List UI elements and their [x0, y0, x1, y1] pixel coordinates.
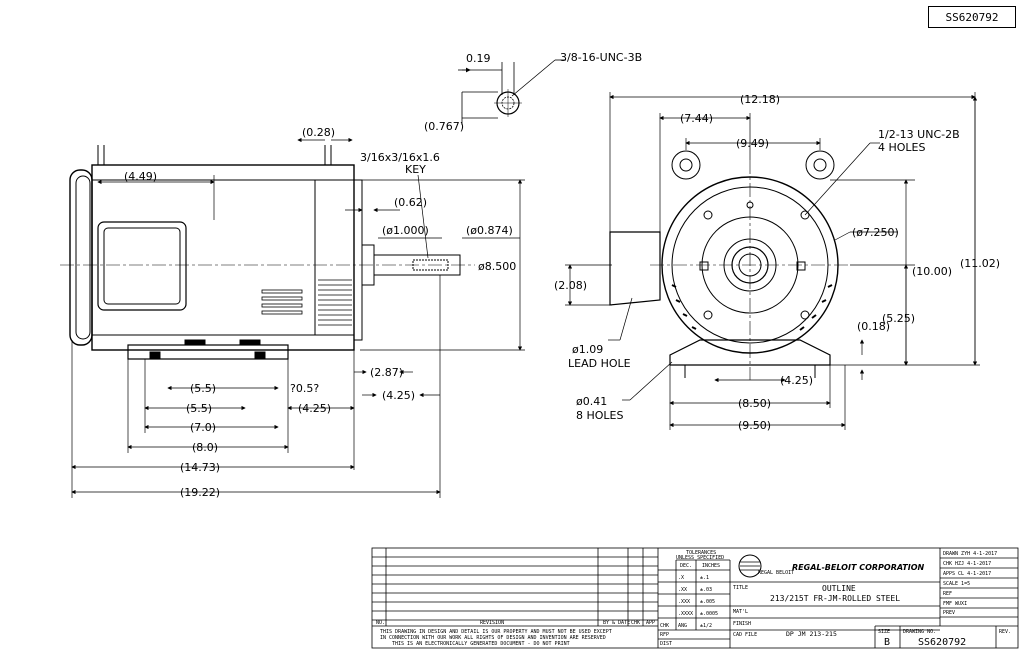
- title-line-2: 213/215T FR-JM-ROLLED STEEL: [770, 594, 900, 603]
- finish-label: FINISH: [733, 621, 751, 627]
- dim-12-18: (12.18): [740, 93, 780, 106]
- hole-note-count: 4 HOLES: [878, 141, 926, 154]
- key-label: KEY: [405, 163, 426, 176]
- drawn-row: DRAWN ZYH 4-1-2017: [943, 551, 997, 557]
- dim-0-19: 0.19: [466, 52, 491, 65]
- tol-val-2: ±.005: [700, 599, 715, 605]
- lead-hole-label: LEAD HOLE: [568, 357, 631, 370]
- drawing-number: SS620792: [945, 10, 999, 24]
- chk-header: CHK: [631, 620, 640, 626]
- dim-5-25: (5.25): [882, 312, 915, 325]
- title-block-text: NO. REVISION BY & DATE CHK APP THIS DRAW…: [376, 550, 1011, 648]
- dim-0-767: (0.767): [424, 120, 464, 133]
- revision-header: REVISION: [480, 620, 504, 626]
- dim-8-0: (8.0): [192, 441, 218, 454]
- dim-4-49: (4.49): [124, 170, 157, 183]
- dist-label: DIST: [660, 641, 672, 647]
- dim-8-50: (8.50): [738, 397, 771, 410]
- title-line-1: OUTLINE: [822, 584, 856, 593]
- dim-0-18: (0.18): [857, 320, 890, 333]
- size-value: B: [884, 637, 890, 648]
- drawing-no-label: DRAWING NO.: [903, 629, 936, 635]
- dim-2-87: (2.87): [370, 366, 403, 379]
- tol-key-2: .XXX: [678, 599, 690, 605]
- tol-key-0: .X: [678, 575, 684, 581]
- tap-detail-labels: 0.19 (0.767) 3/8-16-UNC-3B: [424, 51, 642, 133]
- drawing-no-value: SS620792: [918, 637, 966, 648]
- drawing-number-box: SS620792: [928, 6, 1016, 28]
- dim-4-25-feet: (4.25): [780, 374, 813, 387]
- end-view-labels: (12.18) (7.44) (9.49) 1/2-13 UNC-2B 4 HO…: [554, 93, 1000, 432]
- lead-hole-dia: ø1.09: [572, 343, 603, 356]
- ref-row: REF: [943, 591, 952, 597]
- side-view: [60, 145, 475, 360]
- cad-file-label: CAD FILE: [733, 632, 757, 638]
- chk-row: CHK HZJ 4-1-2017: [943, 561, 991, 567]
- dim-8-500: ø8.500: [478, 260, 516, 273]
- title-block: [371, 547, 1019, 649]
- ang-label: ANG: [678, 623, 687, 629]
- by-date-header: BY & DATE: [603, 620, 630, 626]
- dim-9-49: (9.49): [736, 137, 769, 150]
- prev-row: PREV: [943, 610, 955, 616]
- dim-5-5-b: (5.5): [186, 402, 212, 415]
- tb-chk-label: CHK: [660, 623, 669, 629]
- tolerances-label: TOLERANCES: [686, 550, 716, 556]
- matl-label: MAT'L: [733, 609, 748, 615]
- dim-5-5-a: (5.5): [190, 382, 216, 395]
- rev-no-header: NO.: [376, 620, 385, 626]
- end-view-dimensions: [565, 92, 980, 430]
- hole-note-thread: 1/2-13 UNC-2B: [878, 128, 960, 141]
- scale-row: SCALE 1=5: [943, 581, 970, 587]
- disclaimer-line-1: THIS DRAWING IN DESIGN AND DETAIL IS OUR…: [380, 629, 612, 635]
- ang-value: ±1/2: [700, 623, 712, 629]
- logo-text: REGAL BELOIT: [758, 570, 794, 576]
- key-size-label: 3/16x3/16x1.6: [360, 151, 440, 164]
- size-label: SIZE: [878, 629, 890, 635]
- dec-label: DEC.: [680, 563, 692, 569]
- tap-detail: [458, 59, 566, 125]
- company-name: REGAL-BELOIT CORPORATION: [792, 563, 925, 572]
- dim-19-22: (19.22): [180, 486, 220, 499]
- dim-7-44: (7.44): [680, 112, 713, 125]
- dim-11-02: (11.02): [960, 257, 1000, 270]
- side-view-labels: (0.28) (4.49) 3/16x3/16x1.6 KEY (0.62) (…: [124, 126, 516, 499]
- dim-4-25-base: (4.25): [298, 402, 331, 415]
- tol-key-3: .XXXX: [678, 611, 693, 617]
- tol-key-1: .XX: [678, 587, 687, 593]
- foot-hole-dia: ø0.41: [576, 395, 607, 408]
- disclaimer-line-3: THIS IS AN ELECTRONICALLY GENERATED DOCU…: [392, 641, 570, 647]
- dim-10-00: (10.00): [912, 265, 952, 278]
- end-view: [609, 150, 850, 380]
- dim-0-62: (0.62): [394, 196, 427, 209]
- apps-row: APPS CL 4-1-2017: [943, 571, 991, 577]
- app-header: APP: [646, 620, 655, 626]
- dim-0-5: ?0.5?: [290, 382, 319, 395]
- tol-val-3: ±.0005: [700, 611, 718, 617]
- title-label: TITLE: [733, 585, 748, 591]
- unless-specified-label: UNLESS SPECIFIED: [676, 555, 724, 561]
- fmf-row: FMF WUXI: [943, 601, 967, 607]
- dim-4-25-shaft: (4.25): [382, 389, 415, 402]
- dim-2-08: (2.08): [554, 279, 587, 292]
- dim-7-250: (ø7.250): [852, 226, 899, 239]
- inches-label: INCHES: [702, 563, 720, 569]
- cad-file-value: DP JM 213-215: [786, 630, 837, 638]
- tol-val-0: ±.1: [700, 575, 709, 581]
- dim-0-28: (0.28): [302, 126, 335, 139]
- disclaimer-line-2: IN CONNECTION WITH OUR WORK ALL RIGHTS O…: [380, 635, 606, 641]
- dim-9-50: (9.50): [738, 419, 771, 432]
- dim-shaft-1-000: (ø1.000): [382, 224, 429, 237]
- rev-label: REV.: [999, 629, 1011, 635]
- dim-7-0: (7.0): [190, 421, 216, 434]
- tol-val-1: ±.03: [700, 587, 712, 593]
- side-view-dimensions: [71, 137, 525, 498]
- dim-shaft-0-874: (ø0.874): [466, 224, 513, 237]
- tap-thread-label: 3/8-16-UNC-3B: [560, 51, 642, 64]
- dim-14-73: (14.73): [180, 461, 220, 474]
- rfp-label: RFP: [660, 632, 669, 638]
- foot-hole-count: 8 HOLES: [576, 409, 624, 422]
